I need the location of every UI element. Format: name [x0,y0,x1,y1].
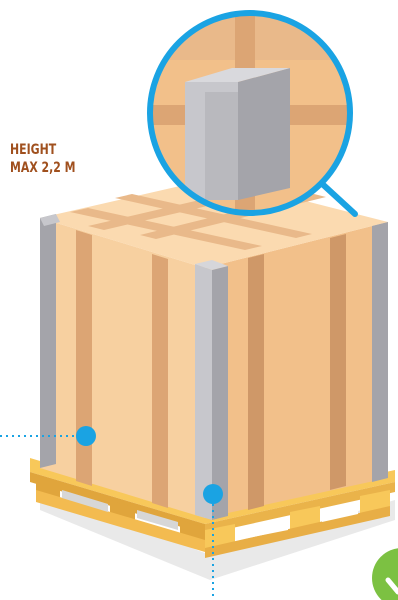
height-label-line2: MAX 2,2 M [10,160,76,176]
measure-point-left [0,426,96,446]
check-icon [372,548,398,600]
magnifier-icon [147,10,358,217]
measure-point-bottom [203,484,223,600]
height-label: HEIGHT MAX 2,2 M [10,141,76,177]
height-label-line1: HEIGHT [10,142,57,158]
corner-guards [40,214,388,520]
